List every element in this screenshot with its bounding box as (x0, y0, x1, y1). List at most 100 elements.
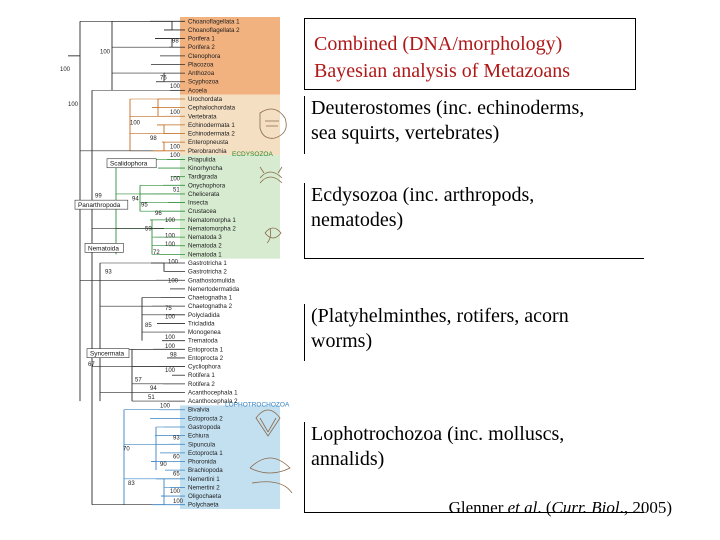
support-value: 100 (170, 489, 181, 495)
taxon-label: Gastropoda (188, 424, 221, 431)
taxon-label: Vertebrata (188, 113, 217, 120)
taxon-label: Entoprocta 2 (188, 355, 224, 362)
taxon-label: Cephalochordata (188, 105, 236, 112)
taxon-label: Chaetognatha 1 (188, 295, 233, 302)
support-value: 100 (165, 233, 176, 239)
support-value: 93 (105, 270, 112, 276)
taxon-label: Nematoda 2 (188, 243, 222, 250)
taxon-label: Rotifera 2 (188, 381, 215, 388)
support-value: 75 (165, 306, 172, 312)
taxon-label: Gastrotricha 2 (188, 269, 227, 276)
support-value: 100 (168, 278, 179, 284)
section-ecdysozoa-line-1: Ecdysozoa (inc. arthropods, (311, 184, 535, 206)
taxon-label: Acoela (188, 87, 207, 94)
taxon-label: Insecta (188, 200, 209, 207)
section-ecdysozoa-line-2: nematodes) (311, 209, 404, 231)
support-value: 100 (165, 344, 176, 350)
taxon-label: Cycliophora (188, 364, 221, 371)
taxon-label: Ctenophora (188, 53, 221, 60)
support-value: 94 (150, 386, 157, 392)
arthropod-sketch (259, 166, 283, 184)
phylogenetic-tree: Choanoflagellata 1 Choanoflagellata 2 Pori… (60, 17, 293, 535)
taxon-label: Gastrotricha 1 (188, 260, 227, 267)
section-lophotrochozoa-line-2: annalids) (311, 448, 385, 470)
support-value: 100 (165, 242, 176, 248)
taxon-label: Acanthocephala 1 (188, 389, 238, 396)
support-value: 100 (60, 67, 71, 73)
clade-box-label: Nematoida (88, 245, 119, 252)
taxon-label: Acanthocephala 2 (188, 398, 238, 405)
support-value: 100 (130, 120, 141, 126)
taxon-label: Choanoflagellata 2 (188, 27, 240, 34)
support-value: 60 (173, 454, 180, 460)
section-lophotrochozoa: Lophotrochozoa (inc. molluscs, annalids) (304, 422, 644, 513)
taxon-label: Anthozoa (188, 70, 215, 77)
support-value: 70 (123, 447, 130, 453)
nematode-sketch (264, 227, 282, 244)
support-value: 76 (160, 75, 167, 81)
taxon-label: Chelicerata (188, 191, 220, 198)
taxon-label: Echinodermata 2 (188, 131, 235, 138)
taxon-label: Porifera 1 (188, 36, 215, 43)
worm-sketch (249, 457, 293, 494)
major-clade-label: ECDYSOZOA (232, 151, 273, 158)
support-value: 51 (173, 188, 180, 194)
support-value: 65 (173, 472, 180, 478)
taxon-label: Nemertodermatida (188, 286, 240, 293)
taxon-label: Porifera 2 (188, 44, 215, 51)
section-lophotrochozoa-line-1: Lophotrochozoa (inc. molluscs, (311, 423, 565, 445)
taxon-label: Kinorhyncha (188, 165, 223, 172)
section-ecdysozoa: Ecdysozoa (inc. arthropods, nematodes) (304, 183, 644, 259)
support-value: 59 (145, 226, 152, 232)
support-value: 96 (155, 211, 162, 217)
support-value: 98 (170, 352, 177, 358)
title-line-2: Bayesian analysis of Metazoans (314, 60, 571, 82)
support-value: 72 (153, 250, 160, 256)
clade-box-label: Syncermata (90, 351, 125, 358)
section-platyhelminthes-line-1: (Platyhelminthes, rotifers, acorn (311, 305, 569, 327)
taxon-label: Onychophora (188, 182, 226, 189)
taxon-label: Nemertini 1 (188, 476, 220, 483)
section-platyhelminthes-line-2: worms) (311, 330, 373, 352)
support-value: 85 (145, 323, 152, 329)
support-value: 93 (173, 435, 180, 441)
taxon-label: Gnathostomulida (188, 277, 235, 284)
support-value: 100 (168, 259, 179, 265)
section-deuterostomes-line-2: sea squirts, vertebrates) (311, 122, 500, 144)
support-value: 100 (170, 144, 181, 150)
taxon-label: Urochordata (188, 96, 223, 103)
clade-box-label: Panarthropoda (78, 202, 121, 209)
section-deuterostomes-line-1: Deuterostomes (inc. echinoderms, (311, 97, 585, 119)
citation-author: Glenner (448, 498, 508, 517)
taxon-label: Bivalvia (188, 407, 210, 414)
taxon-label: Ectoprocta 2 (188, 415, 223, 422)
taxon-label: Echinodermata 1 (188, 122, 235, 129)
section-platyhelminthes: (Platyhelminthes, rotifers, acorn worms) (304, 304, 644, 361)
citation-mid: . ( (537, 498, 552, 517)
band-deuterostomes (180, 94, 280, 156)
taxon-label: Pterobranchia (188, 148, 227, 155)
citation-tail: ., 2005) (619, 498, 672, 517)
taxon-label: Tardigrada (188, 174, 218, 181)
taxon-label: Oligochaeta (188, 493, 222, 500)
taxon-label: Nemertini 2 (188, 484, 220, 491)
taxon-label: Trematoda (188, 338, 218, 345)
support-value: 90 (160, 462, 167, 468)
clade-box (106, 158, 157, 169)
support-value: 94 (132, 196, 139, 202)
section-deuterostomes: Deuterostomes (inc. echinoderms, sea squ… (304, 96, 644, 154)
support-value: 98 (150, 136, 157, 142)
clade-box-label: Scalidophora (110, 161, 148, 168)
taxon-label: Polycladida (188, 312, 220, 319)
support-value: 100 (170, 84, 181, 90)
support-value: 100 (160, 403, 171, 409)
citation-journal: Curr. Biol (551, 498, 620, 517)
support-value: 67 (88, 362, 95, 368)
support-value: 100 (170, 176, 181, 182)
taxon-label: Nematoda 3 (188, 234, 222, 241)
citation: Glenner et al. (Curr. Biol., 2005) (449, 498, 672, 518)
taxon-label: Crustacea (188, 208, 217, 215)
taxon-label: Brachiopoda (188, 467, 223, 474)
taxon-label: Choanoflagellata 1 (188, 18, 240, 25)
support-value: 95 (141, 202, 148, 208)
